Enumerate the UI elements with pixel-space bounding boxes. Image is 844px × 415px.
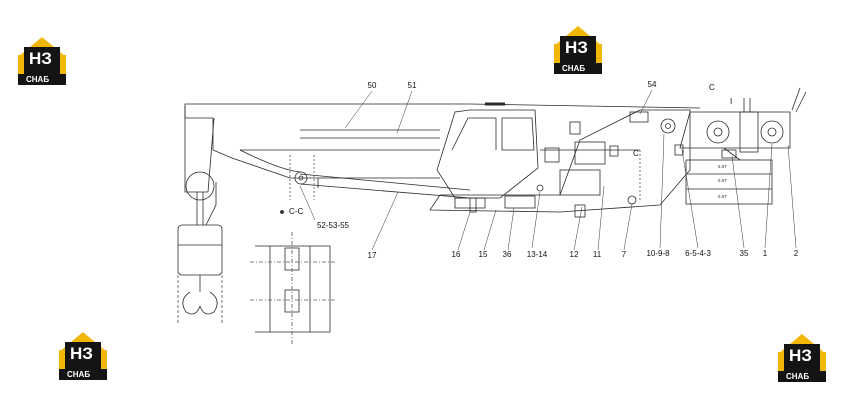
section-cc-label: C-C [289,207,304,216]
logo-wordmark: HЗ [789,346,812,365]
operator-cab [436,102,539,209]
callout-52-53-55: 52-53-55 [316,221,350,230]
logo-wordmark: HЗ [565,38,588,57]
turntable-frame [429,109,691,218]
brand-logo-icon [778,334,826,382]
callout-10-9-8: 10-9-8 [646,249,670,258]
brand-logo-icon [59,332,107,380]
hook-block [177,171,223,325]
section-cc-detail [250,210,335,345]
logo-subtext: СНАБ [562,64,586,73]
callout-36: 36 [502,250,512,259]
leader-lines [299,89,797,251]
brand-logo-bottom-left: HЗ СНАБ [55,328,111,382]
callout-13-14: 13-14 [526,250,548,259]
callout-2: 2 [793,249,799,258]
section-c-label-top: C [709,83,715,92]
section-c-label-mid: C [633,149,639,158]
weight-plate-1: 6.5T [718,164,728,169]
callout-11: 11 [592,250,602,259]
brand-logo-bottom-right: HЗ СНАБ [774,330,830,384]
logo-subtext: СНАБ [26,75,50,84]
logo-wordmark: HЗ [70,344,93,363]
brand-logo-top-left: HЗ СНАБ [14,33,70,87]
callout-6-5-4-3: 6-5-4-3 [685,249,711,258]
callout-54: 54 [647,80,657,89]
weight-plate-2: 6.5T [718,178,728,183]
detail-roman-numeral: I [730,97,733,106]
callout-12: 12 [569,250,579,259]
brand-logo-icon [554,26,602,74]
callout-51: 51 [407,81,417,90]
counterweight-winch [679,87,807,205]
callout-7: 7 [621,250,627,259]
brand-logo-top-center: HЗ СНАБ [550,22,606,76]
telescopic-boom [184,103,701,193]
callout-15: 15 [478,250,488,259]
callout-50: 50 [367,81,377,90]
callout-17: 17 [367,251,377,260]
callout-1: 1 [762,249,768,258]
brand-logo-icon [18,37,66,85]
logo-wordmark: HЗ [29,49,52,68]
callout-16: 16 [451,250,461,259]
callout-35: 35 [739,249,749,258]
luffing-cylinder [289,155,471,200]
logo-subtext: СНАБ [786,372,810,381]
logo-subtext: СНАБ [67,370,91,379]
weight-plate-3: 6.5T [718,194,728,199]
